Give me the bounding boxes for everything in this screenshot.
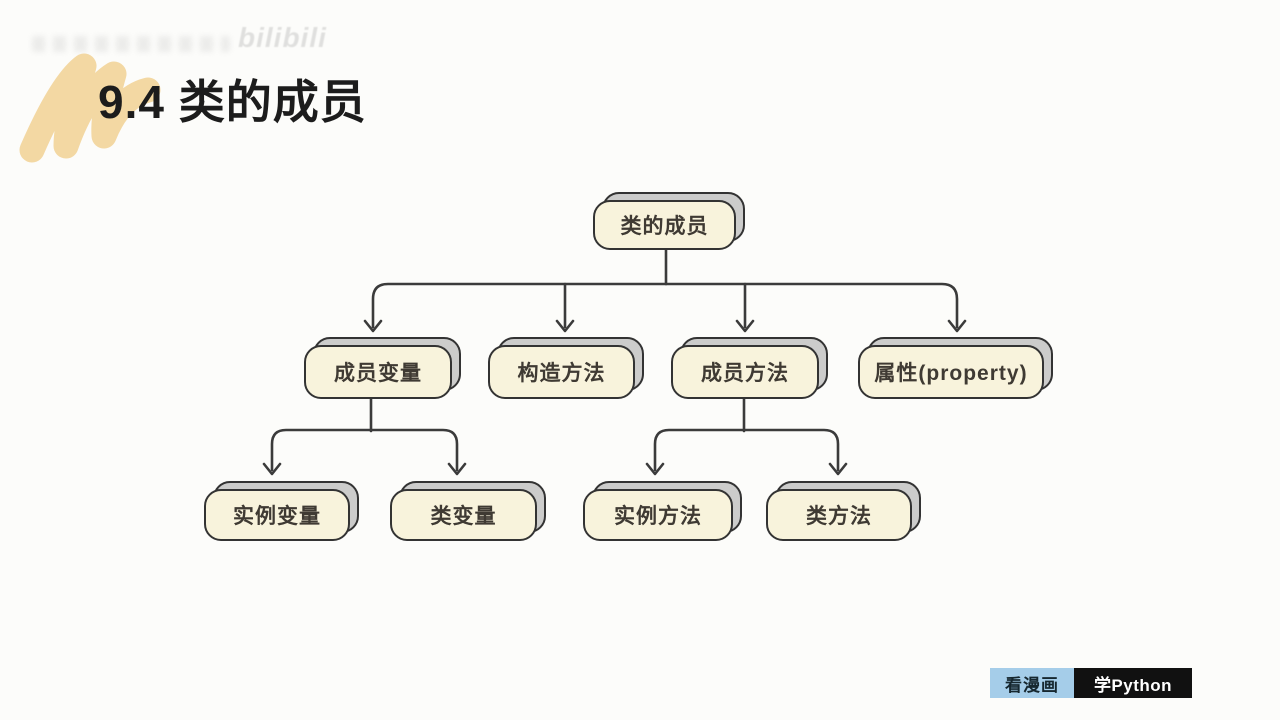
arrowhead [947,319,967,333]
node-face: 类方法 [766,489,912,541]
node-face: 构造方法 [488,345,635,399]
node-face: 成员变量 [304,345,452,399]
node-member-variables: 成员变量 [304,337,461,399]
arrowhead [447,462,467,476]
node-constructor-method: 构造方法 [488,337,644,399]
arrowhead [645,462,665,476]
page-title: 9.4 类的成员 [98,76,367,128]
node-face: 成员方法 [671,345,819,399]
arrowhead [262,462,282,476]
arrowhead [828,462,848,476]
node-member-methods: 成员方法 [671,337,828,399]
node-label: 类的成员 [620,215,709,238]
node-instance-variables: 实例变量 [204,481,359,541]
node-face: 实例变量 [204,489,350,541]
arrowhead [555,319,575,333]
node-label: 属性(property) [874,362,1028,385]
connector-membervars-rail [270,428,459,472]
arrowhead [735,319,755,333]
node-class-members: 类的成员 [593,192,745,250]
node-label: 实例方法 [614,505,702,528]
node-label: 类变量 [430,505,497,528]
channel-badge: 看漫画 学Python [990,668,1192,698]
connector-membermethods-rail [653,428,840,472]
node-face: 类变量 [390,489,537,541]
node-label: 成员方法 [701,362,789,385]
node-label: 实例变量 [233,505,321,528]
node-label: 成员变量 [334,362,422,385]
node-face: 实例方法 [583,489,733,541]
watermark-smudge [32,36,230,52]
badge-kanmanhua: 看漫画 [990,668,1074,698]
node-label: 构造方法 [517,362,606,385]
node-instance-methods: 实例方法 [583,481,742,541]
brush-stroke-decoration [19,53,161,163]
arrowhead [363,319,383,333]
node-class-variables: 类变量 [390,481,546,541]
node-label: 类方法 [806,505,872,528]
node-face: 属性(property) [858,345,1044,399]
node-property: 属性(property) [858,337,1053,399]
badge-xuepython: 学Python [1074,668,1192,698]
node-class-methods: 类方法 [766,481,921,541]
connector-main-rail [371,282,959,329]
bilibili-watermark: bilibili [238,22,327,53]
node-face: 类的成员 [593,200,736,250]
